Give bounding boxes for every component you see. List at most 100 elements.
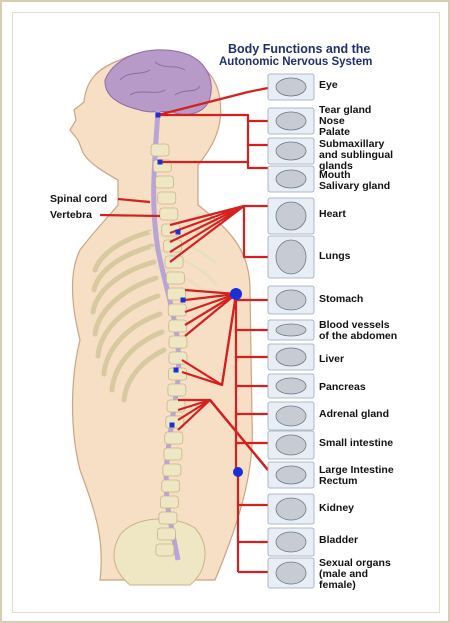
vertebra <box>157 527 176 541</box>
organ-label-line: Small intestine <box>319 437 394 449</box>
organ-label-line: Bladder <box>319 534 359 546</box>
organ-icon-pancreas <box>275 377 307 395</box>
vertebra <box>163 447 183 461</box>
organ-label-line: Nose <box>319 115 345 127</box>
organ-icon-bladder <box>275 531 307 553</box>
organ-icon-lungs <box>275 239 307 275</box>
organ-label-eye: Eye <box>319 80 338 91</box>
organ-label-adrenal-gland: Adrenal gland <box>319 409 389 420</box>
vertebra <box>159 495 179 509</box>
vertebra <box>167 383 187 397</box>
organ-icon-liver <box>275 347 307 367</box>
nerve-to-heart-1 <box>169 204 245 235</box>
vertebra <box>161 479 181 493</box>
organ-label-line: Blood vessels <box>319 319 390 331</box>
vertebra <box>168 335 188 349</box>
organ-label-line: Lungs <box>319 250 351 262</box>
nerve-to-heart-4 <box>169 205 245 263</box>
nerve-to-heart-3 <box>169 205 245 253</box>
organ-label-line: female) <box>319 579 356 591</box>
vertebra <box>164 255 184 269</box>
organ-icon-eye <box>275 77 307 97</box>
nerve-to-lungs <box>242 206 268 259</box>
organ-label-bladder: Bladder <box>319 535 358 546</box>
nerve-to-heart-0 <box>169 204 245 227</box>
organ-icon-heart <box>275 201 307 231</box>
vertebra <box>167 287 186 301</box>
nerve-lumbar-3 <box>177 398 269 471</box>
vertebra <box>158 511 178 525</box>
vertebra <box>167 303 187 317</box>
organ-label-line: and sublingual <box>319 149 394 161</box>
organ-label-line: Salivary gland <box>319 180 391 192</box>
organ-icon-small-intestine <box>275 434 307 456</box>
organ-label-line: of the abdomen <box>319 330 398 342</box>
organ-label-line: (male and <box>319 568 369 580</box>
vertebra <box>166 399 186 413</box>
nerve-to-abdominal-junction-0 <box>184 288 237 296</box>
vertebra <box>165 271 185 285</box>
organ-label-line: Kidney <box>319 502 355 514</box>
organ-label-stomach: Stomach <box>319 294 363 305</box>
nerve-lines <box>99 86 269 574</box>
spine-node <box>180 297 186 303</box>
vertebra <box>155 175 174 189</box>
organ-label-small-intestine: Small intestine <box>319 438 393 449</box>
organ-icon-sexual-organs <box>275 561 307 585</box>
vertebra <box>150 143 170 157</box>
spine-node <box>155 112 161 118</box>
organ-label-lungs: Lungs <box>319 251 351 262</box>
organ-label-line: Sexual organs <box>319 557 391 569</box>
spinal-cord-label: Spinal cord <box>50 193 108 205</box>
organ-label-liver: Liver <box>319 354 344 365</box>
title-line-1: Body Functions and the <box>228 42 371 56</box>
organ-label-line: Mouth <box>319 169 351 181</box>
organ-label-line: Palate <box>319 126 350 138</box>
organ-label-line: Adrenal gland <box>319 408 390 420</box>
organ-icon-tear-gland-nose-palate <box>275 111 307 131</box>
spine-node <box>157 159 163 165</box>
nerve-to-eye <box>157 86 269 117</box>
organ-label-line: Eye <box>319 79 338 91</box>
spine-node <box>173 367 179 373</box>
vertebra <box>159 207 179 221</box>
sacral-junction-dot <box>233 467 243 477</box>
organ-icon-submaxillary-sublingual-glands <box>275 141 307 161</box>
organ-label-line: Rectum <box>319 475 358 487</box>
organ-icon-blood-vessels <box>275 323 307 337</box>
vertebra-label: Vertebra <box>50 209 93 221</box>
organ-icon-adrenal-gland <box>275 405 307 427</box>
organ-label-kidney: Kidney <box>319 503 354 514</box>
spinal-cord-pointer-line <box>117 197 151 204</box>
spine-node <box>175 229 181 235</box>
organ-label-line: Heart <box>319 208 346 220</box>
organ-label-line: Pancreas <box>319 381 366 393</box>
organ-label-line: Tear gland <box>319 104 372 116</box>
vertebra <box>157 191 177 205</box>
organ-icon-large-intestine-rectum <box>275 465 307 485</box>
brain <box>104 49 212 115</box>
vertebra <box>168 319 188 333</box>
abdominal-junction-dot <box>230 288 242 300</box>
vertebra-pointer-line <box>99 213 161 218</box>
organ-icon-mouth-salivary-gland <box>275 169 307 189</box>
organ-icon-stomach <box>275 289 307 311</box>
nerve-to-abdominal-junction-4 <box>184 293 237 337</box>
nerve-to-abdominal-junction-2 <box>184 292 237 314</box>
nerve-to-heart-2 <box>169 205 245 243</box>
organ-label-heart: Heart <box>319 209 346 220</box>
organ-label-pancreas: Pancreas <box>319 382 366 393</box>
title-line-2: Autonomic Nervous System <box>219 56 373 68</box>
vertebra <box>162 463 182 477</box>
brain-folds <box>119 61 201 96</box>
organ-label-line: glands <box>319 160 353 172</box>
organ-boxes <box>267 73 315 589</box>
nerve-lower-thoracic-1 <box>181 293 238 387</box>
ribcage <box>90 229 167 403</box>
vertebra <box>155 543 175 557</box>
organ-label-line: Stomach <box>319 293 364 305</box>
